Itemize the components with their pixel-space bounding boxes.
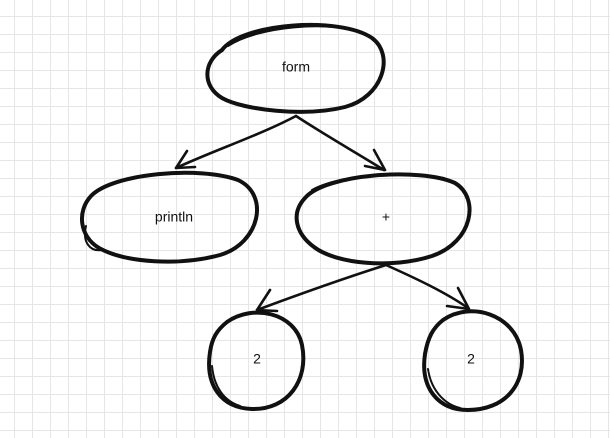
edge-root-to-plus (294, 114, 387, 172)
tree-node-form: form (205, 22, 386, 114)
node-label-left-two: 2 (253, 351, 261, 367)
node-label-form: form (282, 59, 310, 75)
edge-plus-to-right-two (384, 263, 471, 311)
edge-plus-to-left-two (255, 263, 388, 313)
edge-root-to-println (174, 114, 298, 170)
tree-node-plus: + (294, 172, 472, 266)
tree-edges (174, 114, 471, 313)
tree-node-println: println (79, 170, 259, 264)
tree-node-right-two: 2 (422, 309, 524, 412)
node-label-plus: + (382, 209, 390, 225)
tree-node-left-two: 2 (207, 310, 306, 412)
node-label-println: println (155, 209, 193, 225)
node-label-right-two: 2 (467, 351, 475, 367)
